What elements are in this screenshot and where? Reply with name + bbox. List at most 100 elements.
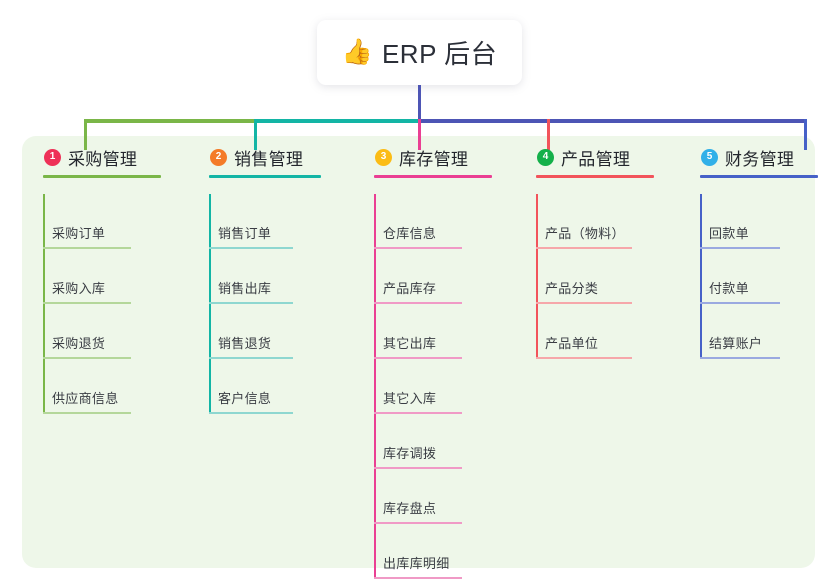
branch-title-4: 产品管理 (561, 149, 631, 169)
leaf-item-rule (374, 412, 462, 414)
leaf-item[interactable]: 产品分类 (523, 249, 683, 304)
leaf-item-label: 其它出库 (383, 336, 437, 351)
leaf-item[interactable]: 采购退货 (30, 304, 190, 359)
leaf-item-label: 出库库明细 (383, 556, 450, 571)
leaf-item[interactable]: 客户信息 (196, 359, 356, 414)
branch-header-rule-2 (209, 175, 321, 178)
leaf-item-rule (536, 247, 632, 249)
branches-panel (22, 136, 815, 568)
leaf-item[interactable]: 库存调拨 (361, 414, 526, 469)
branch-header-rule-1 (43, 175, 161, 178)
branch-badge-3: 3 (375, 148, 392, 166)
leaf-item[interactable]: 其它入库 (361, 359, 526, 414)
leaf-item[interactable]: 回款单 (687, 194, 837, 249)
leaf-item[interactable]: 销售出库 (196, 249, 356, 304)
branch-badge-4: 4 (537, 148, 554, 166)
leaf-item-rule (700, 247, 780, 249)
leaf-item-rule (209, 247, 293, 249)
leaf-item-label: 付款单 (709, 281, 749, 296)
leaf-item-label: 库存调拨 (383, 446, 437, 461)
leaf-item-rule (43, 247, 131, 249)
leaf-item-rule (209, 357, 293, 359)
branch-header-rule-3 (374, 175, 492, 178)
leaf-item-label: 其它入库 (383, 391, 437, 406)
leaf-item-label: 采购入库 (52, 281, 106, 296)
leaf-item-label: 销售出库 (218, 281, 272, 296)
leaf-item-rule (374, 577, 462, 579)
leaf-item-rule (374, 467, 462, 469)
branch-header-2[interactable]: 2 销售管理 (196, 144, 356, 170)
leaf-item[interactable]: 销售订单 (196, 194, 356, 249)
branch-spine-5 (700, 194, 702, 359)
leaf-item[interactable]: 结算账户 (687, 304, 837, 359)
leaf-item-rule (374, 247, 462, 249)
leaf-item-rule (536, 357, 632, 359)
leaf-item-label: 采购订单 (52, 226, 106, 241)
leaf-item-label: 仓库信息 (383, 226, 437, 241)
leaf-item-rule (374, 522, 462, 524)
leaf-item-label: 产品分类 (545, 281, 599, 296)
branch-badge-1: 1 (44, 148, 61, 166)
leaf-item[interactable]: 付款单 (687, 249, 837, 304)
branch-spine-4 (536, 194, 538, 359)
leaf-item[interactable]: 产品单位 (523, 304, 683, 359)
leaf-item[interactable]: 供应商信息 (30, 359, 190, 414)
leaf-item-rule (536, 302, 632, 304)
branch-column-2: 2 销售管理销售订单销售出库销售退货客户信息 (196, 144, 356, 414)
leaf-item-rule (209, 302, 293, 304)
branch-header-rule-5 (700, 175, 818, 178)
leaf-item-rule (374, 302, 462, 304)
leaf-item-rule (43, 412, 131, 414)
thumbs-up-icon: 👍 (341, 38, 373, 66)
branch-badge-2: 2 (210, 148, 227, 166)
leaf-item[interactable]: 采购入库 (30, 249, 190, 304)
branch-column-4: 4 产品管理产品（物料） 产品分类产品单位 (523, 144, 683, 359)
root-node[interactable]: 👍 ERP 后台 (317, 20, 522, 85)
leaf-item-label: 产品（物料） (545, 226, 625, 241)
branch-badge-5: 5 (701, 148, 718, 166)
leaf-item-rule (209, 412, 293, 414)
branch-header-1[interactable]: 1 采购管理 (30, 144, 190, 170)
leaf-item[interactable]: 产品库存 (361, 249, 526, 304)
branch-spine-3 (374, 194, 376, 579)
leaf-item-rule (43, 357, 131, 359)
leaf-item-label: 库存盘点 (383, 501, 437, 516)
branch-column-5: 5 财务管理回款单付款单结算账户 (687, 144, 837, 359)
leaf-item-label: 产品库存 (383, 281, 437, 296)
branch-column-1: 1 采购管理采购订单采购入库采购退货供应商信息 (30, 144, 190, 414)
leaf-item[interactable]: 产品（物料） (523, 194, 683, 249)
branch-header-4[interactable]: 4 产品管理 (523, 144, 683, 170)
bus-segment-1 (85, 119, 255, 123)
bus-segment-2 (255, 119, 419, 123)
leaf-item-label: 回款单 (709, 226, 749, 241)
branch-title-3: 库存管理 (399, 149, 469, 169)
branch-header-5[interactable]: 5 财务管理 (687, 144, 837, 170)
leaf-item[interactable]: 仓库信息 (361, 194, 526, 249)
branch-title-5: 财务管理 (725, 149, 795, 169)
leaf-item-rule (43, 302, 131, 304)
leaf-item[interactable]: 其它出库 (361, 304, 526, 359)
branch-spine-1 (43, 194, 45, 414)
leaf-item-label: 结算账户 (709, 336, 763, 351)
branch-column-3: 3 库存管理仓库信息产品库存其它出库其它入库库存调拨库存盘点出库库明细 (361, 144, 526, 579)
leaf-item-label: 采购退货 (52, 336, 106, 351)
leaf-item[interactable]: 销售退货 (196, 304, 356, 359)
branch-title-2: 销售管理 (234, 149, 304, 169)
branch-spine-2 (209, 194, 211, 414)
branch-header-rule-4 (536, 175, 654, 178)
branch-header-3[interactable]: 3 库存管理 (361, 144, 526, 170)
root-title: ERP 后台 (381, 39, 498, 69)
leaf-item[interactable]: 采购订单 (30, 194, 190, 249)
leaf-item-rule (700, 357, 780, 359)
leaf-item[interactable]: 出库库明细 (361, 524, 526, 579)
leaf-item-rule (374, 357, 462, 359)
leaf-item-label: 供应商信息 (52, 391, 119, 406)
leaf-item-rule (700, 302, 780, 304)
bus-segment-3 (419, 119, 806, 123)
root-stem-connector (417, 85, 421, 121)
branch-title-1: 采购管理 (68, 149, 138, 169)
leaf-item-label: 销售退货 (218, 336, 272, 351)
leaf-item[interactable]: 库存盘点 (361, 469, 526, 524)
leaf-item-label: 销售订单 (218, 226, 272, 241)
